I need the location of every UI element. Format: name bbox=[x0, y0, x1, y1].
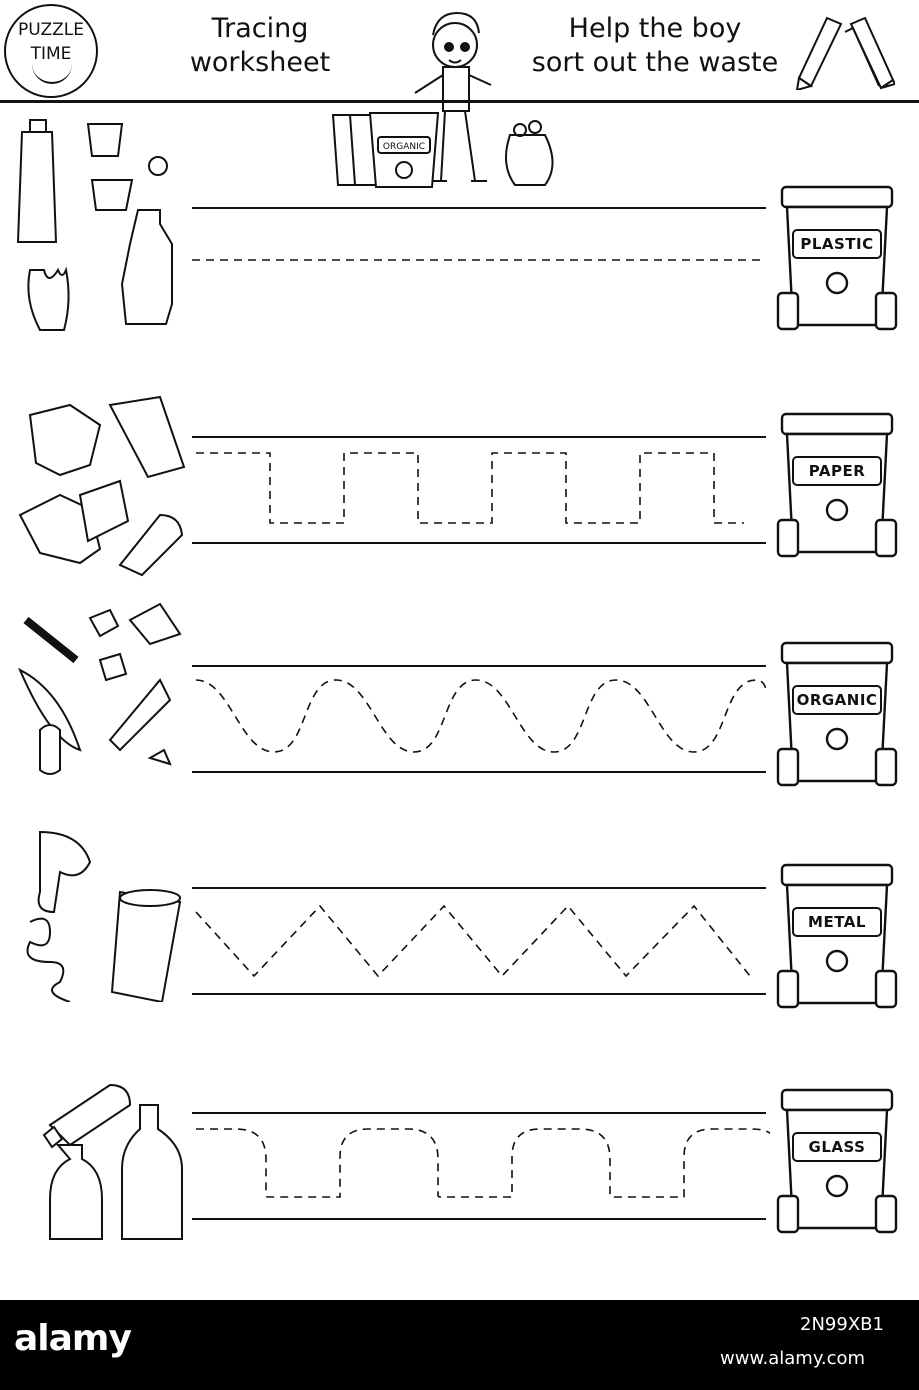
trash-bin-icon: GLASS bbox=[772, 1088, 902, 1238]
bin-label-paper: PAPER bbox=[792, 456, 882, 486]
trace-row-glass: GLASS bbox=[0, 1055, 919, 1240]
footer-url[interactable]: www.alamy.com bbox=[720, 1348, 866, 1369]
trace-lines-plastic[interactable] bbox=[190, 110, 770, 315]
trace-row-organic: ORGANIC bbox=[0, 600, 919, 787]
footer-brand: alamy bbox=[14, 1318, 132, 1359]
instruction-line-1: Help the boy bbox=[568, 13, 742, 44]
pencil-icon bbox=[795, 10, 897, 94]
trace-lines-glass[interactable] bbox=[190, 1055, 804, 1239]
bin-label-metal: METAL bbox=[792, 907, 882, 937]
stock-footer: alamy 2N99XB1 www.alamy.com bbox=[0, 1300, 919, 1390]
instruction-line-2: sort out the waste bbox=[531, 47, 779, 78]
footer-image-id: 2N99XB1 bbox=[800, 1314, 884, 1335]
smile-icon bbox=[32, 62, 72, 84]
instructions: Help the boy sort out the waste bbox=[510, 12, 800, 80]
plastic-waste-icon bbox=[10, 110, 190, 354]
trace-row-plastic: PLASTIC bbox=[0, 110, 919, 331]
recycle-icon bbox=[825, 1174, 849, 1198]
logo-line-1: PUZZLE bbox=[18, 20, 84, 40]
bin-label-organic: ORGANIC bbox=[792, 685, 882, 715]
recycle-icon bbox=[825, 727, 849, 751]
recycle-icon bbox=[825, 498, 849, 522]
bin-label-glass: GLASS bbox=[792, 1132, 882, 1162]
trace-lines-organic[interactable] bbox=[190, 600, 770, 784]
boy-sorting-illustration: ORGANIC bbox=[325, 5, 555, 194]
hero-bin-label: ORGANIC bbox=[383, 142, 425, 152]
glass-waste-icon bbox=[10, 1055, 190, 1249]
trace-row-metal: METAL bbox=[0, 822, 919, 1009]
worksheet-page: PUZZLE TIME Tracing worksheet ORGANIC bbox=[0, 4, 919, 1240]
trace-row-paper: PAPER bbox=[0, 385, 919, 577]
recycle-icon bbox=[825, 271, 849, 295]
metal-waste-icon bbox=[10, 822, 190, 1006]
organic-waste-icon bbox=[10, 600, 190, 784]
logo-line-2: TIME bbox=[30, 44, 72, 64]
trash-bin-icon: PAPER bbox=[772, 412, 902, 562]
title-line-1: Tracing bbox=[211, 13, 309, 44]
trash-bin-icon: PLASTIC bbox=[772, 185, 902, 335]
trace-lines-metal[interactable] bbox=[190, 822, 770, 1006]
paper-waste-icon bbox=[10, 385, 190, 589]
trash-bin-icon: ORGANIC bbox=[772, 641, 902, 791]
worksheet-title: Tracing worksheet bbox=[170, 12, 350, 80]
header-divider bbox=[0, 100, 919, 103]
bin-label-plastic: PLASTIC bbox=[792, 229, 882, 259]
trace-lines-paper[interactable] bbox=[190, 385, 770, 559]
trash-bin-icon: METAL bbox=[772, 863, 902, 1013]
title-line-2: worksheet bbox=[189, 47, 331, 78]
recycle-icon bbox=[825, 949, 849, 973]
puzzle-time-logo: PUZZLE TIME bbox=[4, 4, 98, 98]
